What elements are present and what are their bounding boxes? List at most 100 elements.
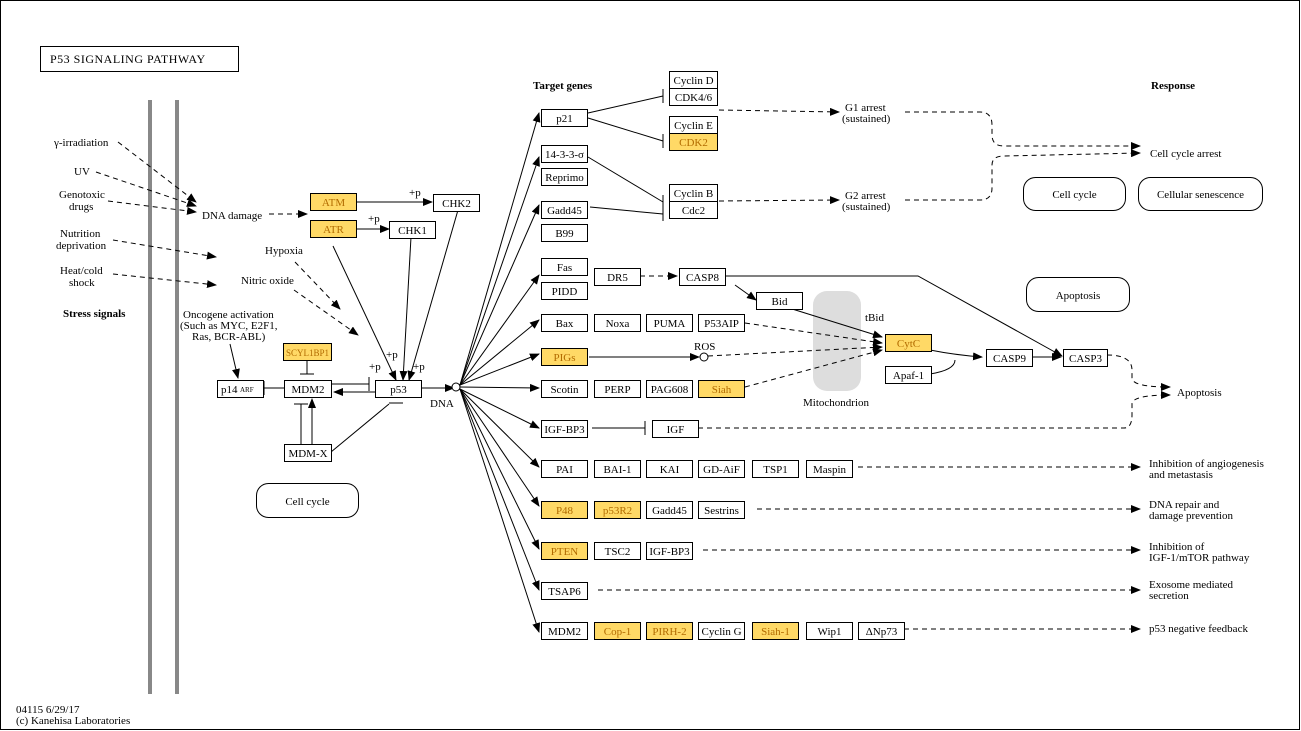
gene-node-tsap6[interactable]: TSAP6: [541, 582, 588, 600]
gene-box-perp[interactable]: [594, 380, 641, 398]
gene-box-p53r2[interactable]: [594, 501, 641, 519]
gene-box-igf[interactable]: [652, 420, 699, 438]
gene-node-chk2[interactable]: CHK2: [433, 194, 480, 212]
gene-box-p53[interactable]: [375, 380, 422, 398]
gene-box-wip1[interactable]: [806, 622, 853, 640]
gene-box-pag608[interactable]: [646, 380, 693, 398]
gene-box-tsp1[interactable]: [752, 460, 799, 478]
gene-node-casp9[interactable]: CASP9: [986, 349, 1033, 367]
gene-node-pag608[interactable]: PAG608: [646, 380, 693, 398]
gene-node-gadd45b[interactable]: Gadd45: [646, 501, 693, 519]
gene-box-atr[interactable]: [310, 220, 357, 238]
gene-node-cdk2[interactable]: CDK2: [669, 133, 718, 151]
gene-box-cdk2[interactable]: [669, 133, 718, 151]
map-apoptosis[interactable]: [1026, 277, 1130, 312]
gene-box-chk2[interactable]: [433, 194, 480, 212]
gene-box-casp3[interactable]: [1063, 349, 1108, 367]
gene-box-kai[interactable]: [646, 460, 693, 478]
gene-node-apaf1[interactable]: Apaf-1: [885, 366, 932, 384]
gene-node-siah[interactable]: Siah: [698, 380, 745, 398]
gene-node-igfbp3b[interactable]: IGF-BP3: [646, 542, 693, 560]
gene-node-cdk46[interactable]: CDK4/6: [669, 88, 718, 106]
gene-box-reprimo[interactable]: [541, 168, 588, 186]
gene-node-mdmx[interactable]: MDM-X: [284, 444, 332, 462]
gene-box-gadd45[interactable]: [541, 201, 588, 219]
gene-node-cyclinb[interactable]: Cyclin B: [669, 184, 718, 202]
gene-node-sestrins[interactable]: Sestrins: [698, 501, 745, 519]
gene-node-cytc[interactable]: CytC: [885, 334, 932, 352]
gene-box-casp9[interactable]: [986, 349, 1033, 367]
gene-node-mdm2[interactable]: MDM2: [284, 380, 332, 398]
gene-box-cop1[interactable]: [594, 622, 641, 640]
gene-node-gdaif[interactable]: GD-AiF: [698, 460, 745, 478]
gene-node-siah1[interactable]: Siah-1: [752, 622, 799, 640]
gene-node-s1433[interactable]: 14-3-3-σ: [541, 145, 588, 163]
gene-box-tsap6[interactable]: [541, 582, 588, 600]
gene-box-igfbp3b[interactable]: [646, 542, 693, 560]
gene-box-maspin[interactable]: [806, 460, 853, 478]
map-cellular-senescence[interactable]: [1138, 177, 1263, 211]
gene-node-scotin[interactable]: Scotin: [541, 380, 588, 398]
gene-box-bax[interactable]: [541, 314, 588, 332]
gene-box-cycling[interactable]: [698, 622, 745, 640]
gene-box-chk1[interactable]: [389, 221, 436, 239]
gene-node-tsc2[interactable]: TSC2: [594, 542, 641, 560]
gene-node-p53[interactable]: p53: [375, 380, 422, 398]
map-cell-cycle-right[interactable]: [1023, 177, 1126, 211]
gene-box-cdk46[interactable]: [669, 88, 718, 106]
gene-node-cycling[interactable]: Cyclin G: [698, 622, 745, 640]
gene-box-p21[interactable]: [541, 109, 588, 127]
gene-box-cytc[interactable]: [885, 334, 932, 352]
gene-box-mdm2b[interactable]: [541, 622, 588, 640]
gene-box-puma[interactable]: [646, 314, 693, 332]
gene-node-chk1[interactable]: CHK1: [389, 221, 436, 239]
gene-node-kai[interactable]: KAI: [646, 460, 693, 478]
gene-node-perp[interactable]: PERP: [594, 380, 641, 398]
gene-node-bax[interactable]: Bax: [541, 314, 588, 332]
gene-box-apaf1[interactable]: [885, 366, 932, 384]
gene-box-b99[interactable]: [541, 224, 588, 242]
gene-box-igfbp3[interactable]: [541, 420, 588, 438]
gene-node-tsp1[interactable]: TSP1: [752, 460, 799, 478]
gene-node-scyl1bp1[interactable]: SCYL1BP1: [283, 343, 332, 361]
map-cell-cycle-left[interactable]: [256, 483, 359, 518]
gene-node-fas[interactable]: Fas: [541, 258, 588, 276]
gene-node-noxa[interactable]: Noxa: [594, 314, 641, 332]
gene-box-siah1[interactable]: [752, 622, 799, 640]
gene-box-cdc2[interactable]: [669, 201, 718, 219]
gene-node-cop1[interactable]: Cop-1: [594, 622, 641, 640]
gene-node-b99[interactable]: B99: [541, 224, 588, 242]
gene-node-maspin[interactable]: Maspin: [806, 460, 853, 478]
gene-box-siah[interactable]: [698, 380, 745, 398]
gene-box-mdmx[interactable]: [284, 444, 332, 462]
gene-box-fas[interactable]: [541, 258, 588, 276]
gene-box-tsc2[interactable]: [594, 542, 641, 560]
gene-box-gdaif[interactable]: [698, 460, 745, 478]
gene-node-reprimo[interactable]: Reprimo: [541, 168, 588, 186]
gene-node-bid[interactable]: Bid: [756, 292, 803, 310]
gene-box-p48[interactable]: [541, 501, 588, 519]
gene-box-p53aip[interactable]: [698, 314, 745, 332]
gene-box-gadd45b[interactable]: [646, 501, 693, 519]
gene-node-pai[interactable]: PAI: [541, 460, 588, 478]
gene-node-casp8[interactable]: CASP8: [679, 268, 726, 286]
gene-node-casp3[interactable]: CASP3: [1063, 349, 1108, 367]
gene-node-igf[interactable]: IGF: [652, 420, 699, 438]
gene-node-p53aip[interactable]: P53AIP: [698, 314, 745, 332]
gene-node-cycline[interactable]: Cyclin E: [669, 116, 718, 134]
gene-box-mdm2[interactable]: [284, 380, 332, 398]
gene-node-bai1[interactable]: BAI-1: [594, 460, 641, 478]
gene-box-bai1[interactable]: [594, 460, 641, 478]
gene-node-igfbp3[interactable]: IGF-BP3: [541, 420, 588, 438]
gene-node-dr5[interactable]: DR5: [594, 268, 641, 286]
gene-box-pidd[interactable]: [541, 282, 588, 300]
gene-box-pai[interactable]: [541, 460, 588, 478]
gene-box-atm[interactable]: [310, 193, 357, 211]
gene-node-mdm2b[interactable]: MDM2: [541, 622, 588, 640]
gene-box-pigs[interactable]: [541, 348, 588, 366]
gene-node-cyclind[interactable]: Cyclin D: [669, 71, 718, 89]
gene-node-puma[interactable]: PUMA: [646, 314, 693, 332]
gene-box-casp8[interactable]: [679, 268, 726, 286]
gene-box-pirh2[interactable]: [646, 622, 693, 640]
